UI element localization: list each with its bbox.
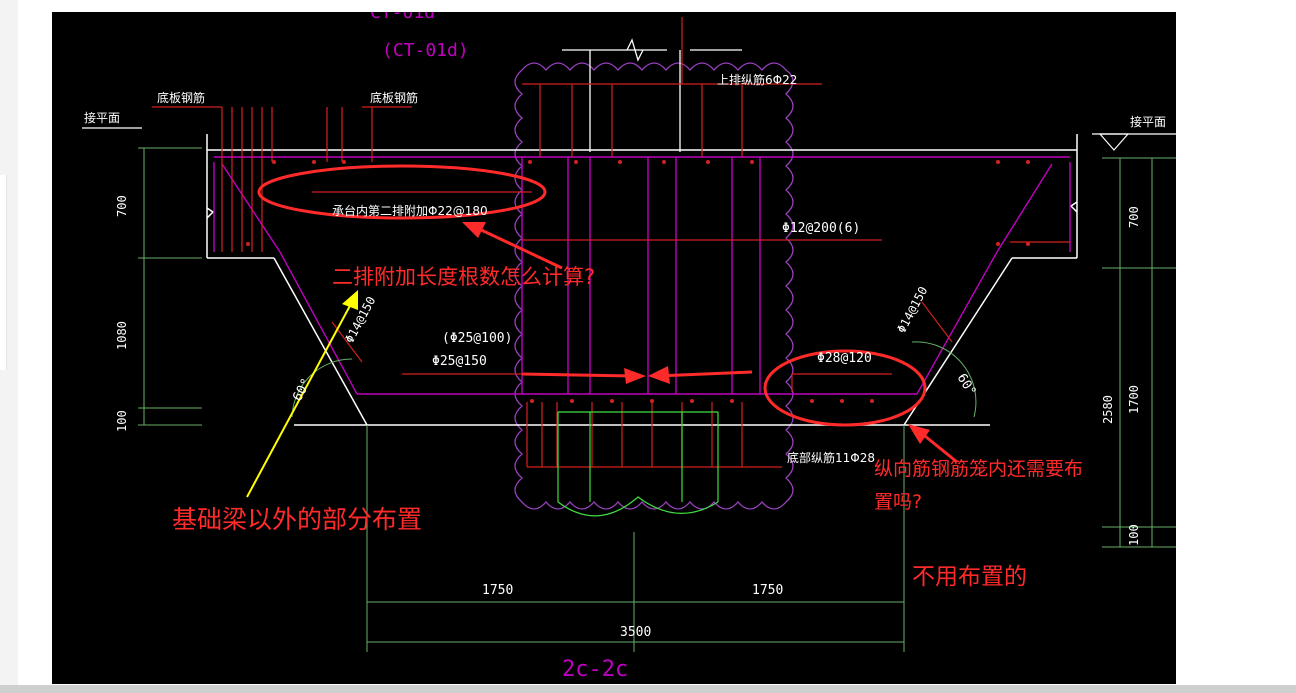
- angle-label-right: 60°: [954, 371, 979, 399]
- left-side-strip: [0, 0, 18, 685]
- bottom-scroll-bar[interactable]: [0, 685, 1296, 693]
- ground-marker-right: [1092, 133, 1176, 151]
- dim-right-mid: 1700: [1127, 385, 1141, 414]
- dimension-lines: [138, 147, 1176, 652]
- dim-left-mid: 1080: [115, 321, 129, 350]
- section-label: 2c-2c: [562, 657, 628, 682]
- yellow-arrow: [246, 290, 358, 498]
- rebar-red: [152, 17, 1070, 468]
- rebar-dots: [246, 160, 1030, 403]
- title-ref: (CT-01d): [382, 40, 469, 61]
- dim-bottom-right: 1750: [752, 583, 783, 598]
- dim-right-total: 2580: [1101, 395, 1115, 424]
- bar-paren-label: (Φ25@100): [442, 331, 512, 346]
- revision-cloud: [514, 62, 794, 510]
- dim-bottom-left: 1750: [482, 583, 513, 598]
- bar-28-label: Φ28@120: [817, 351, 872, 366]
- bottom-long-label: 底部纵筋11Φ28: [787, 450, 875, 465]
- dim-bottom-total: 3500: [620, 625, 651, 640]
- ground-label-left: 接平面: [84, 110, 120, 125]
- overlay-annotations: 二排附加长度根数怎么计算? 基础梁以外的部分布置 纵向筋钢筋笼内还需要布 置吗?…: [172, 265, 1083, 590]
- title-partial: CT-01d: [370, 12, 435, 23]
- cad-drawing-viewport: CT-01d (CT-01d) 接平面 接平面 底板钢筋 底板钢筋 上排纵筋6Φ…: [52, 12, 1176, 684]
- column-stub: [562, 38, 742, 152]
- ground-label-right: 接平面: [1130, 114, 1166, 129]
- note-outside-beam: 基础梁以外的部分布置: [172, 505, 422, 534]
- second-row-label: 承台内第二排附加Φ22@180: [332, 203, 488, 218]
- answer-no-need: 不用布置的: [912, 564, 1027, 590]
- bottom-bar-label-left: 底板钢筋: [157, 90, 205, 105]
- question-longitudinal-line1: 纵向筋钢筋笼内还需要布: [874, 458, 1083, 480]
- dim-left-top: 700: [115, 195, 129, 217]
- left-side-panel: [0, 175, 7, 370]
- top-rebar-label: 上排纵筋6Φ22: [717, 72, 797, 87]
- slope-label-right: Φ14@150: [894, 284, 930, 335]
- pile-outline: [557, 411, 719, 517]
- stirrup-label: Φ12@200(6): [782, 221, 860, 236]
- dim-right-bot: 100: [1127, 524, 1141, 546]
- highlight-ellipse-second-row: [257, 164, 547, 220]
- bar-main-label: Φ25@150: [432, 354, 487, 369]
- red-arrows: [462, 222, 958, 464]
- question-longitudinal-line2: 置吗?: [874, 491, 922, 513]
- question-second-row: 二排附加长度根数怎么计算?: [332, 265, 595, 289]
- highlight-ellipse-longitudinal: [763, 349, 927, 427]
- dim-left-bot: 100: [115, 410, 129, 432]
- cad-drawing: CT-01d (CT-01d) 接平面 接平面 底板钢筋 底板钢筋 上排纵筋6Φ…: [82, 12, 1176, 682]
- bottom-bar-label-mid: 底板钢筋: [370, 90, 418, 105]
- dim-right-top: 700: [1127, 206, 1141, 228]
